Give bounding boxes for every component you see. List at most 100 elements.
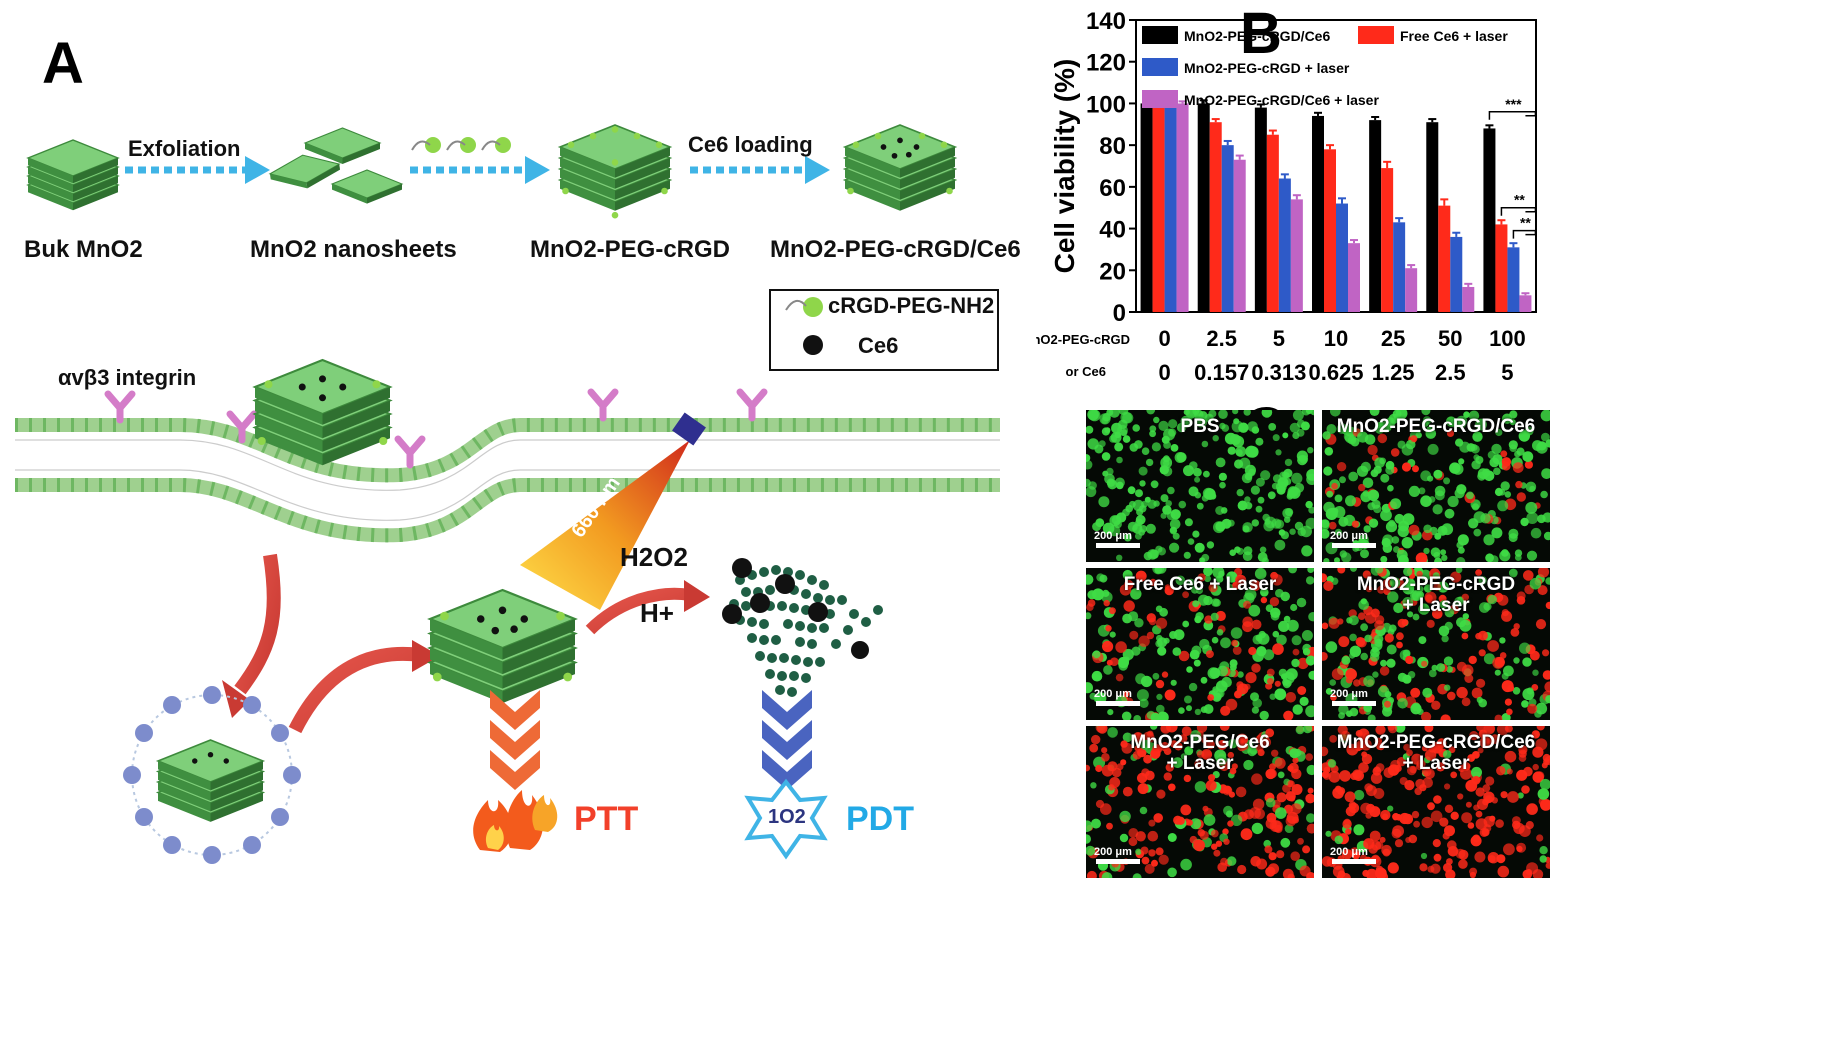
x-tick-label-crgd: 10 xyxy=(1324,326,1348,351)
significance-marker: *** xyxy=(1505,96,1522,112)
legend-swatch xyxy=(1142,90,1178,108)
ce6-loading-arrow xyxy=(690,156,830,184)
legend-label: MnO2-PEG-cRGD + laser xyxy=(1184,60,1350,76)
significance-bracket xyxy=(1488,111,1537,120)
degraded-mno2-particles xyxy=(729,565,883,697)
bar xyxy=(1140,103,1153,312)
bar xyxy=(1324,149,1336,312)
bulk-mno2-illustration xyxy=(28,140,118,210)
fluorescence-image xyxy=(1086,726,1314,878)
mno2-peg-crgd-ce6-illustration xyxy=(845,125,955,211)
scale-bar xyxy=(1332,543,1376,548)
legend-swatch xyxy=(1358,26,1394,44)
peg-crgd-ce6-label: MnO2-PEG-cRGD/Ce6 xyxy=(770,236,1021,263)
scale-bar-label: 200 μm xyxy=(1330,688,1368,700)
bar xyxy=(1507,247,1520,312)
y-tick-label: 20 xyxy=(1099,258,1126,285)
scale-bar-label: 200 μm xyxy=(1094,846,1132,858)
microscopy-title: MnO2-PEG-cRGD/Ce6 xyxy=(1336,416,1536,437)
release-arrow xyxy=(288,646,421,734)
legend-label: MnO2-PEG-cRGD/Ce6 xyxy=(1184,28,1330,44)
ptt-label: PTT xyxy=(574,800,639,838)
bar xyxy=(1164,103,1177,312)
y-tick-label: 80 xyxy=(1099,133,1126,160)
bar xyxy=(1381,168,1394,312)
integrin-receptors xyxy=(104,388,768,469)
x-tick-label-ce6: 2.5 xyxy=(1435,360,1466,385)
endocytosis-arrow xyxy=(234,553,281,695)
singlet-oxygen-star-icon xyxy=(744,778,828,860)
x-tick-label-ce6: 5 xyxy=(1501,360,1513,385)
bar xyxy=(1254,107,1267,312)
bar xyxy=(1405,268,1418,312)
legend-label: MnO2-PEG-cRGD/Ce6 + laser xyxy=(1184,92,1379,108)
ce6-legend-dot xyxy=(803,335,823,355)
significance-marker: ** xyxy=(1514,192,1525,208)
exfoliation-arrow xyxy=(125,156,270,184)
scale-bar xyxy=(1332,701,1376,706)
fluorescence-image xyxy=(1086,568,1314,720)
released-ce6-dots xyxy=(722,558,869,659)
scale-bar xyxy=(1332,859,1376,864)
fluorescence-image xyxy=(1086,410,1314,562)
legend-ce6-label: Ce6 xyxy=(858,333,899,358)
peg-crgd-label: MnO2-PEG-cRGD xyxy=(530,236,731,263)
bar xyxy=(1176,103,1189,312)
scale-bar-label: 200 μm xyxy=(1330,530,1368,542)
bar xyxy=(1290,199,1303,312)
x-tick-label-crgd: 5 xyxy=(1273,326,1285,351)
bar xyxy=(1233,159,1246,312)
x-tick-label-crgd: 100 xyxy=(1489,326,1526,351)
scale-bar-label: 200 μm xyxy=(1094,688,1132,700)
released-nanosheet-illustration xyxy=(430,590,575,703)
x-tick-label-ce6: 0.313 xyxy=(1251,360,1306,385)
bar xyxy=(1312,115,1324,312)
x-row-label-crgd: MnO2-PEG-cRGD xyxy=(1036,332,1130,347)
scale-bar xyxy=(1096,859,1140,864)
x-tick-label-ce6: 0.625 xyxy=(1308,360,1363,385)
endosome-illustration xyxy=(123,686,301,864)
fluorescence-image xyxy=(1322,726,1550,878)
microscopy-title: MnO2-PEG/Ce6 + Laser xyxy=(1130,732,1270,774)
legend-swatch xyxy=(1142,26,1178,44)
x-tick-label-ce6: 0 xyxy=(1158,360,1170,385)
y-tick-label: 60 xyxy=(1099,175,1126,202)
degradation-arrow xyxy=(585,587,691,635)
microscopy-title: MnO2-PEG-cRGD/Ce6 + Laser xyxy=(1336,732,1536,774)
y-tick-label: 40 xyxy=(1099,217,1126,244)
bar xyxy=(1336,203,1348,312)
bar xyxy=(1426,122,1439,312)
x-tick-label-crgd: 2.5 xyxy=(1206,326,1237,351)
bar xyxy=(1483,128,1496,312)
x-tick-label-crgd: 50 xyxy=(1438,326,1462,351)
hplus-label: H+ xyxy=(640,598,674,628)
microscopy-image: MnO2-PEG/Ce6 + Laser 200 μm xyxy=(1086,726,1314,878)
legend-crgd-label: cRGD-PEG-NH2 xyxy=(828,293,995,318)
bar xyxy=(1495,224,1508,312)
exfoliation-label: Exfoliation xyxy=(128,136,241,161)
legend-label: Free Ce6 + laser xyxy=(1400,28,1508,44)
bar xyxy=(1197,103,1210,312)
bar xyxy=(1369,120,1382,312)
bar xyxy=(1438,205,1451,312)
crgd-conjugation-arrow xyxy=(410,137,550,184)
h2o2-label: H2O2 xyxy=(620,542,688,572)
bar xyxy=(1519,295,1532,312)
bar xyxy=(1450,236,1463,312)
fluorescence-image xyxy=(1322,568,1550,720)
x-tick-label-crgd: 25 xyxy=(1381,326,1405,351)
nanosheets-illustration xyxy=(267,127,403,205)
y-axis-label: Cell viability (%) xyxy=(1049,59,1080,274)
significance-marker: ** xyxy=(1520,215,1531,231)
bar xyxy=(1152,103,1165,312)
panel-a-label: A xyxy=(42,31,84,96)
pdt-chevrons xyxy=(762,690,812,790)
significance-bracket xyxy=(1512,229,1537,239)
microscopy-title: MnO2-PEG-cRGD + Laser xyxy=(1356,574,1516,616)
bar xyxy=(1348,243,1360,312)
cell-membrane xyxy=(15,418,1000,543)
microscopy-image: MnO2-PEG-cRGD + Laser 200 μm xyxy=(1322,568,1550,720)
crgd-legend-bead xyxy=(803,297,823,317)
